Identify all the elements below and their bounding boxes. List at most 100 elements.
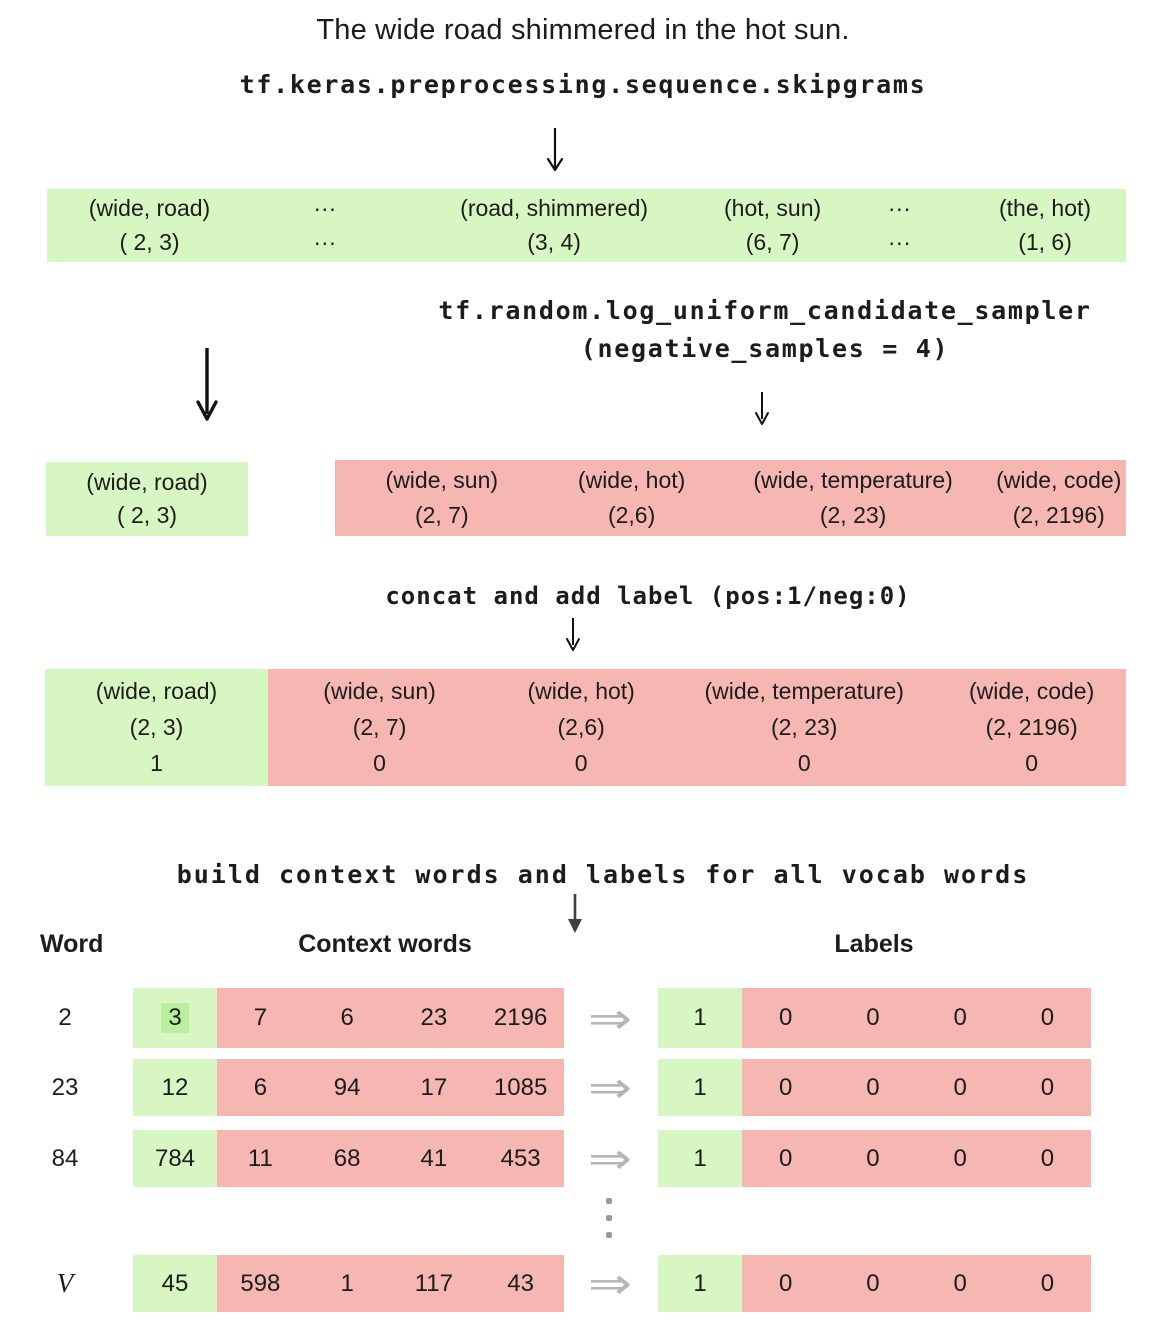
implies-arrow-icon: ⇒	[587, 1134, 632, 1183]
negative-pair: (wide, sun)	[385, 467, 499, 494]
negative-label-cell: 0	[953, 1144, 967, 1172]
down-arrow-icon	[752, 391, 772, 427]
negative-context-cell: 1085	[493, 1073, 548, 1101]
negative-label-cell: 0	[866, 1144, 880, 1172]
negative-context-cell: 7	[253, 1004, 268, 1031]
ellipsis-dots: ···	[313, 195, 337, 222]
ellipsis-dots: ···	[887, 195, 911, 222]
negative-pair: (wide, temperature)	[704, 678, 904, 704]
labels-row: 1 0 0 0 0	[658, 1130, 1091, 1187]
down-arrow-icon	[194, 346, 220, 422]
skipgram-ids: ( 2, 3)	[119, 228, 180, 255]
negative-label-cell: 0	[866, 1269, 880, 1297]
build-step-label: build context words and labels for all v…	[176, 860, 1030, 889]
implies-arrow-icon: ⇒	[587, 1063, 632, 1112]
positive-label-cell: 1	[658, 1059, 742, 1116]
negative-context-cell: 17	[420, 1073, 448, 1101]
negative-context-cell: 68	[333, 1144, 361, 1172]
negative-label-cell: 0	[1040, 1073, 1055, 1101]
negative-context-cell: 11	[247, 1144, 273, 1172]
skipgram-pairs-box: (wide, road) ··· (road, shimmered) (hot,…	[47, 189, 1126, 262]
negative-context-cell: 6	[340, 1004, 354, 1031]
negative-context-cell: 117	[414, 1269, 453, 1297]
negative-pair: (wide, temperature)	[753, 467, 953, 494]
column-header-context-words: Context words	[298, 930, 472, 958]
sampler-function-block: tf.random.log_uniform_candidate_sampler …	[415, 292, 1115, 368]
negative-label-cell: 0	[778, 1004, 793, 1031]
target-context-cell: 12	[133, 1059, 217, 1116]
negative-ids: (2, 23)	[819, 501, 887, 528]
negative-ids: (2, 7)	[352, 714, 407, 740]
negative-pair: (wide, code)	[996, 467, 1122, 494]
word-id: 84	[51, 1144, 79, 1172]
labels-row: 1 0 0 0 0	[658, 1255, 1091, 1312]
skipgram-ids: (6, 7)	[745, 228, 800, 255]
positive-label-cell: 1	[658, 1130, 742, 1187]
positive-pair: (wide, road)	[86, 468, 208, 495]
concat-negative-columns: (wide, sun) (wide, hot) (wide, temperatu…	[268, 669, 1126, 786]
negative-label: 0	[1025, 750, 1038, 776]
column-header-word: Word	[40, 930, 104, 958]
target-context-cell: 45	[133, 1255, 217, 1312]
negative-ids: (2,6)	[557, 714, 605, 740]
negative-pair: (wide, hot)	[577, 467, 686, 494]
context-words-row: 12 6 94 17 1085	[133, 1059, 564, 1116]
ellipsis-dots: ···	[887, 228, 911, 255]
negative-label-cell: 0	[778, 1073, 793, 1101]
target-context-cell: 784	[133, 1130, 217, 1187]
positive-label-cell: 1	[658, 1255, 742, 1312]
word-id: V	[56, 1268, 74, 1298]
column-header-labels: Labels	[834, 930, 914, 958]
skipgram-pair: (the, hot)	[999, 195, 1092, 222]
sampler-function-label: tf.random.log_uniform_candidate_sampler	[438, 296, 1092, 325]
ellipsis-dots: ···	[313, 228, 337, 255]
positive-label: 1	[150, 750, 163, 776]
skipgrams-function-label: tf.keras.preprocessing.sequence.skipgram…	[239, 70, 927, 99]
highlighted-target: 3	[161, 1003, 189, 1033]
negative-label-cell: 0	[953, 1004, 967, 1031]
negative-context-cell: 2196	[493, 1004, 548, 1031]
negative-context-cell: 1	[340, 1269, 354, 1297]
down-arrow-icon	[563, 617, 583, 653]
word-id: 23	[51, 1073, 79, 1101]
negative-context-cell: 94	[333, 1073, 361, 1101]
concat-positive-column: (wide, road) (2, 3) 1	[45, 669, 268, 786]
negative-pair: (wide, code)	[968, 678, 1095, 704]
negative-ids: (2, 2196)	[985, 714, 1078, 740]
skipgram-pair: (road, shimmered)	[460, 195, 649, 222]
negative-label-cell: 0	[778, 1144, 793, 1172]
positive-pair: (wide, road)	[95, 678, 218, 704]
sampler-arg-label: (negative_samples = 4)	[580, 334, 950, 363]
negative-label-cell: 0	[1040, 1004, 1055, 1031]
negative-context-cell: 598	[240, 1269, 281, 1297]
context-words-row: 45 598 1 117 43	[133, 1255, 564, 1312]
negative-samples-box: (wide, sun) (wide, hot) (wide, temperatu…	[335, 460, 1126, 536]
implies-arrow-icon: ⇒	[587, 1259, 632, 1308]
negative-context-cell: 6	[253, 1073, 268, 1101]
sentence-title: The wide road shimmered in the hot sun.	[316, 14, 850, 46]
skipgram-pair: (hot, sun)	[724, 195, 822, 222]
negative-label-cell: 0	[953, 1073, 967, 1101]
negative-label-cell: 0	[953, 1269, 967, 1297]
concat-step-label: concat and add label (pos:1/neg:0)	[385, 582, 911, 610]
down-arrow-icon	[565, 892, 585, 934]
positive-ids: ( 2, 3)	[116, 502, 178, 529]
negative-context-cell: 41	[420, 1144, 448, 1172]
negative-pair: (wide, sun)	[323, 678, 436, 704]
negative-context-cell: 23	[420, 1004, 448, 1031]
negative-ids: (2, 2196)	[1012, 501, 1105, 528]
skipgram-ids: (3, 4)	[527, 228, 581, 255]
concat-box: (wide, road) (2, 3) 1 (wide, sun) (wide,…	[45, 669, 1126, 786]
positive-pair-box: (wide, road) ( 2, 3)	[46, 462, 248, 536]
negative-label-cell: 0	[778, 1269, 793, 1297]
negative-ids: (2, 7)	[414, 501, 469, 528]
labels-row: 1 0 0 0 0	[658, 1059, 1091, 1116]
negative-pair: (wide, hot)	[527, 678, 635, 704]
negative-label-cell: 0	[866, 1073, 880, 1101]
skipgram-pair: (wide, road)	[88, 195, 211, 222]
negative-context-cell: 43	[507, 1269, 534, 1297]
negative-ids: (2,6)	[607, 501, 656, 528]
context-words-row: 3 7 6 23 2196	[133, 988, 564, 1048]
word-id: 2	[58, 1004, 72, 1031]
